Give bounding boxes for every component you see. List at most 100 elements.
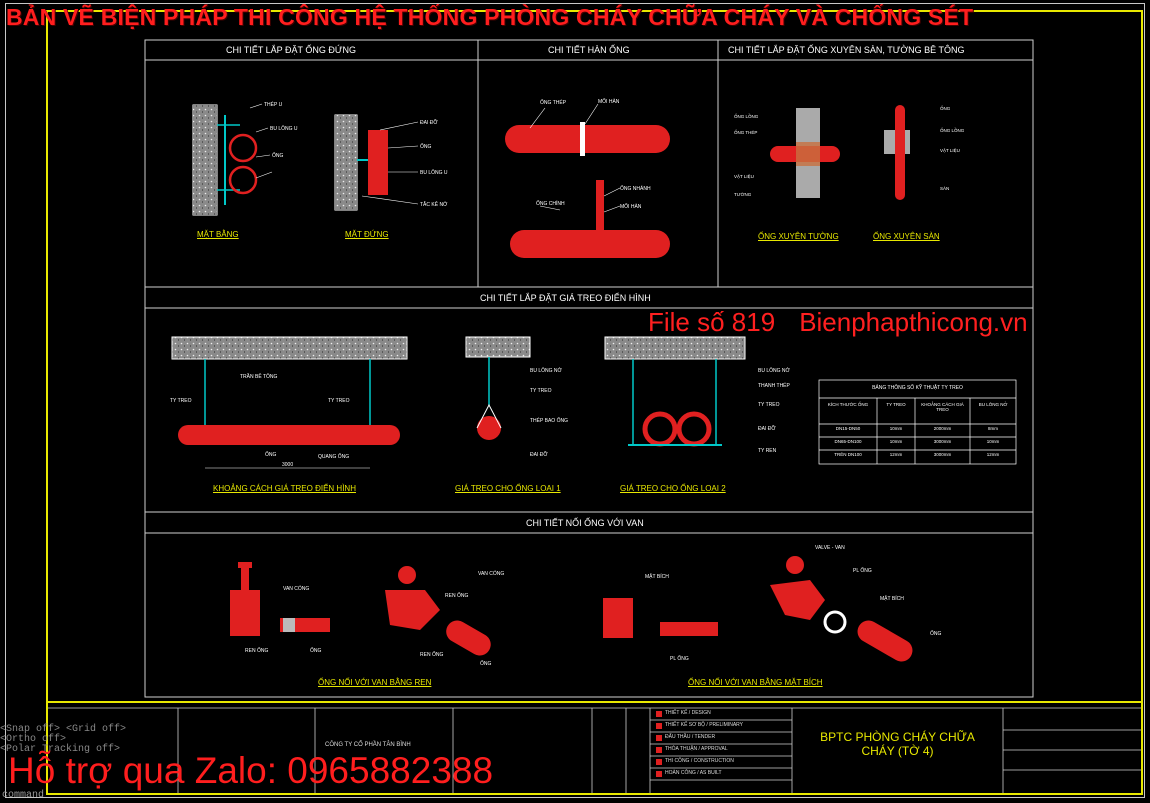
svg-text:ỐNG: ỐNG <box>272 152 284 159</box>
label-khoang-cach: KHOẢNG CÁCH GIÁ TREO ĐIỂN HÌNH <box>213 484 356 493</box>
svg-text:ỐNG: ỐNG <box>265 451 277 458</box>
svg-text:MỐI HÀN: MỐI HÀN <box>620 203 642 210</box>
svg-text:THÉP U: THÉP U <box>264 101 283 108</box>
svg-text:BU LÔNG U: BU LÔNG U <box>420 169 448 176</box>
pipe-section <box>477 416 501 440</box>
svg-text:ỐNG THÉP: ỐNG THÉP <box>540 99 567 106</box>
svg-text:SÀN: SÀN <box>940 185 949 191</box>
svg-text:ỐNG: ỐNG <box>940 105 951 111</box>
table-header-cell: KHOẢNG CÁCH GIÁ TREO <box>921 402 964 412</box>
command-history: <Snap off> <Grid off><Ortho off><Polar T… <box>0 725 215 755</box>
drawing-title: BPTC PHÒNG CHÁY CHỮA CHÁY (TỜ 4) <box>820 730 975 758</box>
section-title-valve: CHI TIẾT NỐI ỐNG VỚI VAN <box>526 518 644 528</box>
pipe-section <box>228 133 258 163</box>
svg-text:VALVE - VAN: VALVE - VAN <box>815 545 845 551</box>
svg-text:TY TREO: TY TREO <box>758 402 780 408</box>
table-header-cell: BU LÔNG NỞ <box>978 402 1008 407</box>
svg-text:TY REN: TY REN <box>758 448 777 454</box>
label-xuyen-tuong: ỐNG XUYÊN TƯỜNG <box>758 232 839 241</box>
svg-text:TY TREO: TY TREO <box>328 398 350 404</box>
svg-text:BU LÔNG NỞ: BU LÔNG NỞ <box>530 367 563 374</box>
command-history-line: <Snap off> <Grid off> <box>0 724 127 735</box>
svg-text:BU LÔNG U: BU LÔNG U <box>270 125 298 132</box>
section-title-vertical: CHI TIẾT LẮP ĐẶT ỐNG ĐỨNG <box>226 45 357 55</box>
stage-item: THIẾT KẾ / DESIGN <box>665 710 711 716</box>
svg-text:MẶT BÍCH: MẶT BÍCH <box>880 595 904 602</box>
valve-detail: VAN CỔNG REN ỐNG ỐNG VAN CỔNG REN ỐNG RE… <box>230 545 942 667</box>
svg-text:REN ỐNG: REN ỐNG <box>245 647 268 654</box>
svg-text:TRẦN BÊ TÔNG: TRẦN BÊ TÔNG <box>240 372 278 380</box>
svg-text:MẶT BÍCH: MẶT BÍCH <box>645 573 669 580</box>
label-noi-mat-bich: ỐNG NỐI VỚI VAN BẰNG MẶT BÍCH <box>688 678 823 687</box>
svg-text:VAN CỔNG: VAN CỔNG <box>478 570 504 577</box>
section-title-weld: CHI TIẾT HÀN ỐNG <box>548 45 630 55</box>
svg-text:TY TREO: TY TREO <box>530 388 552 394</box>
table-cell: 12mm <box>889 452 903 457</box>
svg-text:ỐNG CHÍNH: ỐNG CHÍNH <box>536 200 565 207</box>
table-cell: 2000mm <box>933 426 952 431</box>
stage-item: HOÀN CÔNG / AS BUILT <box>665 770 722 776</box>
svg-text:ỐNG: ỐNG <box>480 660 492 667</box>
svg-text:TƯỜNG: TƯỜNG <box>734 191 752 197</box>
command-history-line: <Ortho off> <box>0 734 67 745</box>
table-header-cell: TY TREO <box>886 402 906 407</box>
table-cell: TRÊN DN100 <box>834 452 862 457</box>
table-cell: DN15-DN50 <box>835 426 861 431</box>
label-mat-bang: MẶT BẰNG <box>197 230 239 239</box>
stage-item: ĐẤU THẦU / TENDER <box>665 734 716 740</box>
svg-text:THANH THÉP: THANH THÉP <box>758 382 791 389</box>
weld-detail: ỐNG THÉP MỐI HÀN ỐNG NHÁNH ỐNG CHÍNH MỐI… <box>505 98 670 258</box>
pipe-elev <box>368 130 388 195</box>
stage-boxes <box>656 711 662 777</box>
svg-text:REN ỐNG: REN ỐNG <box>420 651 443 658</box>
pipe-section <box>228 165 258 195</box>
title-block <box>46 703 1143 795</box>
svg-text:PL ỐNG: PL ỐNG <box>853 567 872 574</box>
svg-text:TẮC KÊ NỞ: TẮC KÊ NỞ <box>420 200 448 208</box>
hanger-spec-table <box>818 379 1017 465</box>
svg-text:ỐNG: ỐNG <box>930 630 942 637</box>
stage-item: THIẾT KẾ SƠ BỘ / PRELIMINARY <box>665 722 744 728</box>
svg-text:VAN CỔNG: VAN CỔNG <box>283 585 309 592</box>
svg-text:ỐNG: ỐNG <box>310 647 322 654</box>
drawing-frame <box>46 10 1143 703</box>
label-mat-dung: MẶT ĐỨNG <box>345 230 389 239</box>
hanger-detail: TRẦN BÊ TÔNG TY TREO TY TREO ỐNG QUANG Ố… <box>170 336 791 469</box>
svg-text:TY TREO: TY TREO <box>170 398 192 404</box>
stage-item: THỎA THUẬN / APPROVAL <box>665 746 728 752</box>
table-cell: 12mm <box>986 452 1000 457</box>
table-cell: 10mm <box>889 426 903 431</box>
svg-text:3000: 3000 <box>282 462 293 468</box>
company-name: CÔNG TY CỔ PHẦN TÂN BÌNH <box>325 742 411 748</box>
table-cell: DN65-DN100 <box>834 439 862 444</box>
command-prompt[interactable]: command <box>2 790 45 801</box>
svg-text:VẬT LIỆU: VẬT LIỆU <box>734 172 754 179</box>
table-title: BẢNG THÔNG SỐ KỸ THUẬT TY TREO <box>872 385 963 391</box>
section-title-hanger: CHI TIẾT LẮP ĐẶT GIÁ TREO ĐIỂN HÌNH <box>480 293 651 303</box>
support-contact: Hỗ trợ qua Zalo: 0965882388 <box>8 750 494 791</box>
svg-text:QUANG ỐNG: QUANG ỐNG <box>318 453 349 460</box>
svg-text:REN ỐNG: REN ỐNG <box>445 592 468 599</box>
svg-text:ỐNG LỒNG: ỐNG LỒNG <box>734 113 759 119</box>
svg-text:BU LÔNG NỞ: BU LÔNG NỞ <box>758 367 791 374</box>
watermark-file: File số 819 <box>648 307 776 337</box>
svg-text:ỐNG: ỐNG <box>420 143 432 150</box>
command-history-line: <Polar Tracking off> <box>0 744 121 755</box>
svg-text:PL ỐNG: PL ỐNG <box>670 655 689 662</box>
table-cell: 3000mm <box>933 439 952 444</box>
watermark-site: Bienphapthicong.vn <box>799 307 1028 337</box>
titleblock-grid <box>48 707 1141 793</box>
svg-text:ỐNG NHÁNH: ỐNG NHÁNH <box>620 185 651 192</box>
svg-text:THÉP BAO ỐNG: THÉP BAO ỐNG <box>530 417 568 424</box>
label-gia-treo-2: GIÁ TREO CHO ỐNG LOẠI 2 <box>620 484 726 493</box>
through-wall-detail: ỐNG LỒNG ỐNG THÉP VẬT LIỆU TƯỜNG ỐNG ỐNG LỒ… <box>734 105 965 200</box>
label-xuyen-san: ỐNG XUYÊN SÀN <box>873 232 940 241</box>
svg-text:ỐNG THÉP: ỐNG THÉP <box>734 129 757 135</box>
section-grid <box>144 39 1034 698</box>
table-cell: 3000mm <box>933 452 952 457</box>
sheet-border <box>5 3 1145 798</box>
svg-text:ỐNG LỒNG: ỐNG LỒNG <box>940 127 965 133</box>
table-cell: 8mm <box>988 426 998 431</box>
label-noi-ren: ỐNG NỐI VỚI VAN BẰNG REN <box>318 678 432 687</box>
